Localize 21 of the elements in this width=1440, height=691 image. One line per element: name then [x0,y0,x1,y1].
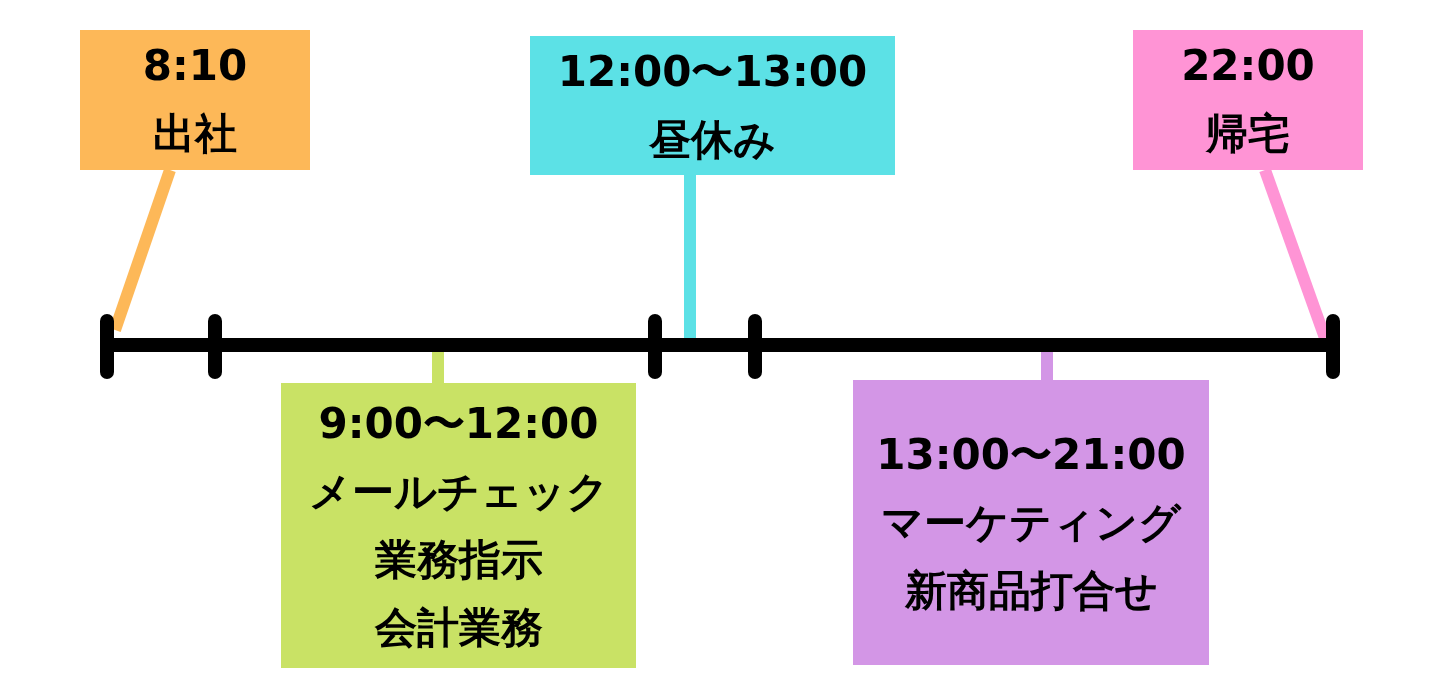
event-box [530,36,895,175]
activity-label: 帰宅 [1206,108,1290,160]
activity-label: マーケティング [881,496,1181,549]
event-box [281,383,636,668]
event-box [853,380,1209,665]
leader-line [1041,352,1053,380]
time-label: 13:00〜21:00 [876,428,1186,481]
activity-label: 会計業務 [374,601,543,654]
time-label: 22:00 [1181,40,1315,92]
activity-label: 出社 [153,108,237,160]
leader-line [684,175,696,338]
time-label: 9:00〜12:00 [318,397,599,450]
activity-label: メールチェック [308,465,609,518]
activity-label: 昼休み [649,113,776,166]
event-box [80,30,310,170]
event-box [1133,30,1363,170]
activity-label: 業務指示 [374,533,543,586]
time-label: 12:00〜13:00 [557,45,868,98]
time-label: 8:10 [142,40,248,92]
activity-label: 新商品打合せ [904,564,1158,617]
leader-line [432,352,444,383]
